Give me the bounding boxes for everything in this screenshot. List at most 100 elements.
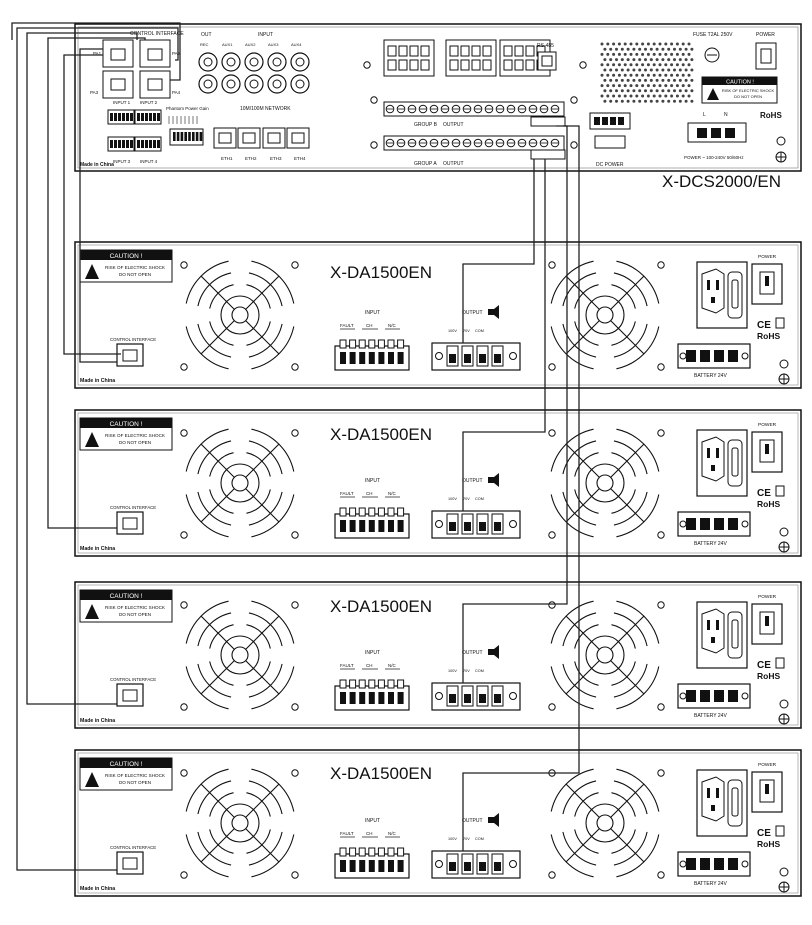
fan-hub [596,814,614,832]
vent-hole [609,78,613,82]
caution-banner [80,250,172,260]
power-switch[interactable] [751,771,783,813]
terminal-pin [340,520,346,532]
terminal-tab [387,847,395,857]
made-in-label: Made in China [80,162,114,168]
rca-jack[interactable] [244,74,264,94]
rec-label: REC [200,42,209,47]
caution-text: RISK OF ELECTRIC SHOCK [105,433,166,438]
ethernet-socket [291,132,305,144]
dip-key [195,132,199,141]
eth-label: ETH1 [221,156,233,161]
rca-jack[interactable] [267,74,287,94]
fan-guard-ring [220,635,260,675]
dip-switch-keys [168,116,203,141]
battery-pin [700,858,710,870]
terminal-screw [435,520,443,528]
control-terminal-block[interactable] [445,39,497,77]
control-terminal-block[interactable] [383,39,435,77]
rs485-port[interactable] [537,51,557,71]
output-terminal[interactable] [431,682,521,711]
vent-hole [655,58,659,62]
battery-pin [686,690,696,702]
terminal-pin [157,140,160,148]
rca-jack[interactable] [198,52,218,72]
output-term-label: 70V [463,669,470,673]
pa-port-label: PA1 [93,51,102,56]
output-connector[interactable] [530,149,566,160]
output-pin [449,522,456,531]
power-label: POWER [758,594,777,600]
vent-hole [603,68,607,72]
vent-hole [681,84,685,88]
vent-hole [626,89,630,93]
rca-jack[interactable] [221,74,241,94]
fan-hub [231,646,249,664]
fan-strut [610,275,645,310]
rca-jack[interactable] [290,52,310,72]
rca-jack[interactable] [244,52,264,72]
control-interface-port[interactable] [116,343,144,367]
output-connector[interactable] [530,116,566,127]
dc-power-terminal[interactable] [594,135,626,149]
vent-hole [670,73,674,77]
terminal-pin [145,113,148,121]
input-block-label: INPUT 4 [140,159,158,164]
power-switch[interactable] [751,431,783,473]
rca-jack[interactable] [198,74,218,94]
screw [180,429,188,437]
ethernet-port[interactable] [237,127,261,149]
vent-hole [681,52,685,56]
fan-strut [565,615,600,650]
rca-jack[interactable] [290,74,310,94]
iec-pin [711,637,715,643]
connection-wire [462,159,535,343]
terminal-pin [114,140,117,148]
terminal-screw [679,692,687,700]
ethernet-port[interactable] [213,127,237,149]
terminal-tab [358,339,366,349]
screw [291,769,299,777]
terminal-screw [509,692,517,700]
screw [291,261,299,269]
ground-screw [779,867,789,877]
vent-hole [684,89,688,93]
output-terminal[interactable] [431,342,521,371]
vent-hole [623,84,627,88]
control-interface-port[interactable] [116,511,144,535]
vent-hole [664,52,668,56]
rca-jack-core [272,57,282,67]
rca-jack[interactable] [221,52,241,72]
vent-hole [661,78,665,82]
ethernet-port[interactable] [286,127,310,149]
battery-label: BATTERY 24V [694,373,727,379]
vent-hole [615,89,618,93]
terminal-slot [514,45,524,57]
caution-title: CAUTION ! [110,761,143,768]
dip-key [180,132,184,141]
fan-strut [200,660,235,695]
power-rating: POWER ~ 100-240V 50/60Hz [684,155,744,160]
output-terminal[interactable] [431,850,521,879]
rca-jack[interactable] [267,52,287,72]
amplifier-frame [77,244,799,386]
fan-hub [231,814,249,832]
vent-hole [661,47,665,51]
output-terminal[interactable] [431,510,521,539]
terminal-pin [340,692,346,704]
ethernet-port[interactable] [262,127,286,149]
output-pin [479,862,486,871]
vent-hole [652,84,656,88]
vent-hole [661,89,665,93]
control-interface-port[interactable] [116,683,144,707]
vent-hole [638,78,642,82]
output-pin [479,694,486,703]
fan-guard-ring [585,463,625,503]
terminal-pin [368,692,375,704]
vent-hole [655,78,659,82]
vent-hole [638,58,642,62]
power-switch[interactable] [755,42,777,70]
vent-hole [629,94,633,98]
control-interface-port[interactable] [116,851,144,875]
